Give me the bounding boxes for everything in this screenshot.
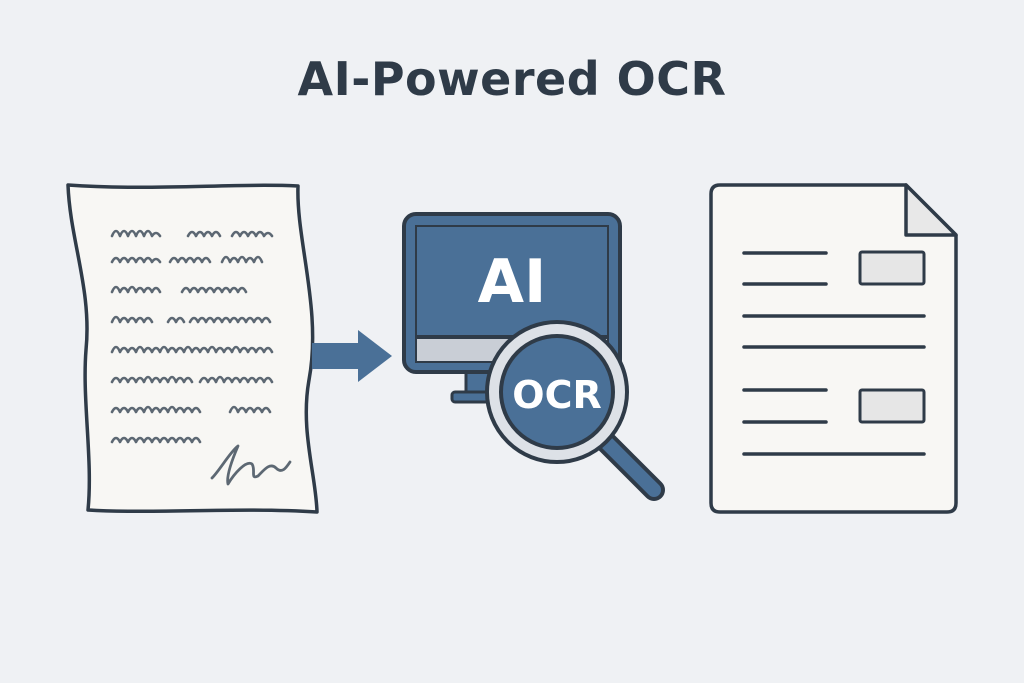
folded-corner <box>904 183 958 237</box>
arrow-right-icon <box>312 330 392 382</box>
magnifier-label: OCR <box>512 373 601 417</box>
magnifying-glass-icon: OCR <box>485 320 665 501</box>
handwritten-document-icon <box>66 183 319 514</box>
form-field <box>858 250 926 286</box>
page-title: AI-Powered OCR <box>297 52 727 106</box>
digital-document-icon <box>709 183 958 514</box>
form-field <box>858 388 926 424</box>
signature-mark <box>210 444 292 486</box>
computer-monitor-icon: AI <box>402 212 622 404</box>
monitor-label: AI <box>478 247 547 317</box>
